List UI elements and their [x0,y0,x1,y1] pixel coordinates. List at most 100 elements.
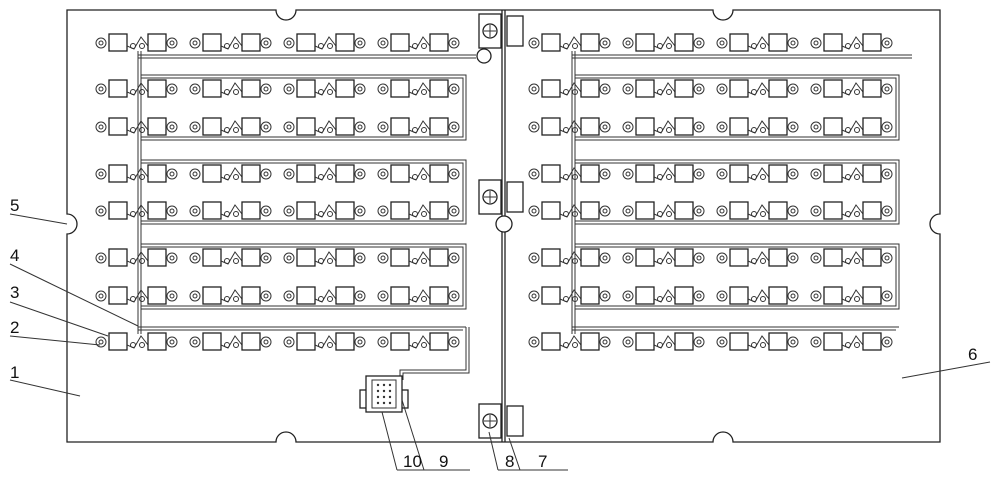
led-module-pair [528,33,611,52]
led-chip-left [390,286,410,305]
pad-ring-right [448,168,460,180]
right-loop-outer-0 [575,74,900,141]
via-right [421,43,427,49]
via-left [130,127,136,133]
via-right [854,211,860,217]
pad-ring-right [354,121,366,133]
led-chip-right [862,332,882,351]
led-chip-left [541,286,561,305]
pad-dot-left [286,124,292,130]
via-left [412,127,418,133]
pad-ring-left [189,168,201,180]
via-right [233,342,239,348]
led-module-pair [528,332,611,351]
pad-ring-left [716,252,728,264]
led-chip-left [635,248,655,267]
pad-dot-left [531,293,537,299]
led-module-pair [95,332,178,351]
pad-dot-left [286,40,292,46]
led-module-pair [283,201,366,220]
led-chip-left [202,79,222,98]
pad-ring-right [260,168,272,180]
zigzag-link [841,120,864,134]
pad-dot-right [357,86,363,92]
via-left [224,89,230,95]
led-chip-left [296,33,316,52]
led-chip-right [862,79,882,98]
pad-dot-left [625,171,631,177]
zigzag-link [314,120,337,134]
led-module-pair [95,201,178,220]
pad-dot-left [98,86,104,92]
pad-ring-right [599,121,611,133]
via-left [318,342,324,348]
zigzag-link [653,120,676,134]
pad-ring-left [283,290,295,302]
screw-head [482,189,498,205]
pad-ring-left [716,290,728,302]
zigzag-link [408,289,431,303]
pad-ring-right [166,336,178,348]
pad-dot-right [357,208,363,214]
pad-dot-right [451,86,457,92]
via-right [139,127,145,133]
pad-dot-left [719,339,725,345]
led-chip-right [241,332,261,351]
led-chip-left [108,79,128,98]
led-chip-right [241,201,261,220]
led-module-pair [716,286,799,305]
via-left [845,258,851,264]
zigzag-link [559,335,582,349]
pad-ring-right [599,168,611,180]
pad-ring-right [599,336,611,348]
pad-dot-left [286,293,292,299]
pad-ring-right [260,121,272,133]
via-left [563,258,569,264]
pad-ring-right [787,121,799,133]
via-right [421,211,427,217]
via-left [845,174,851,180]
led-module-pair [528,164,611,183]
led-module-pair [716,201,799,220]
pad-dot-right [696,293,702,299]
via-left [657,211,663,217]
pad-ring-right [448,121,460,133]
led-module-pair [95,79,178,98]
led-chip-left [202,332,222,351]
pad-dot-right [602,293,608,299]
pad-ring-left [528,83,540,95]
pad-dot-right [169,171,175,177]
via-right [421,296,427,302]
pad-dot-right [263,293,269,299]
pad-ring-right [166,168,178,180]
zigzag-link [314,204,337,218]
pad-dot-left [192,124,198,130]
pad-dot-right [357,339,363,345]
led-chip-left [108,332,128,351]
led-chip-left [202,117,222,136]
pad-ring-left [95,336,107,348]
led-chip-right [335,117,355,136]
mounting-bracket-2 [478,403,524,439]
led-module-pair [810,286,893,305]
via-right [666,296,672,302]
led-chip-left [823,248,843,267]
pad-dot-left [813,208,819,214]
zigzag-link [841,204,864,218]
pad-dot-right [451,124,457,130]
via-left [412,342,418,348]
led-module-pair [189,117,272,136]
pad-ring-left [95,83,107,95]
via-right [760,43,766,49]
via-left [845,89,851,95]
pad-ring-left [528,290,540,302]
via-right [572,89,578,95]
via-right [854,258,860,264]
pad-ring-right [787,168,799,180]
zigzag-link [559,289,582,303]
pad-ring-right [693,252,705,264]
pad-ring-left [189,37,201,49]
via-right [760,174,766,180]
led-module-pair [377,117,460,136]
